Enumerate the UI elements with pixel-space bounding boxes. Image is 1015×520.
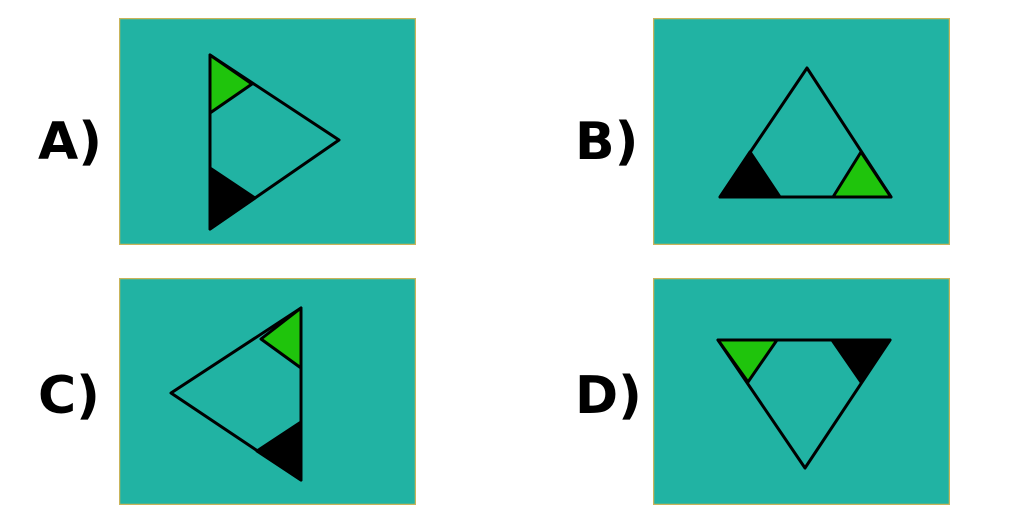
triangle-outline [208,53,341,231]
option-a-label[interactable]: A) [38,112,103,172]
panel-background [653,18,950,245]
option-d-label[interactable]: D) [575,370,642,422]
triangle-outline [718,66,893,199]
option-b-panel[interactable] [653,18,950,245]
triangle-outline [716,338,892,470]
panel-background [119,278,416,505]
option-b-label[interactable]: B) [575,112,639,172]
panel-background [119,18,416,245]
panel-background [653,278,950,505]
option-d-panel[interactable] [653,278,950,505]
option-c-panel[interactable] [119,278,416,505]
option-d-label-text: D) [575,366,642,426]
option-a-panel[interactable] [119,18,416,245]
triangle-outline [169,306,303,482]
option-c-label[interactable]: C) [38,366,100,426]
